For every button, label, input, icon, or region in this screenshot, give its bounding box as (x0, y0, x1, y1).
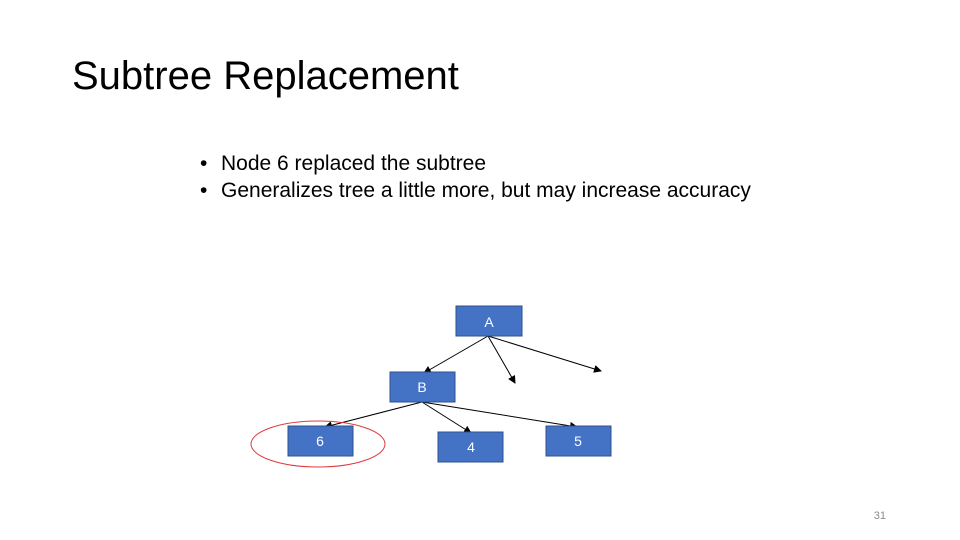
bullet-list: • Node 6 replaced the subtree • Generali… (200, 153, 760, 207)
node-5: 5 (545, 425, 612, 457)
bullet-text: Generalizes tree a little more, but may … (221, 179, 751, 202)
node-4: 4 (437, 431, 504, 463)
node-4-label: 4 (467, 439, 475, 455)
bullet-dot-icon: • (200, 179, 208, 202)
edge-b-to-5 (421, 401, 578, 430)
node-a-label: A (484, 314, 494, 330)
slide-number: 31 (873, 510, 886, 522)
node-b: B (389, 371, 456, 403)
bullet-item: • Generalizes tree a little more, but ma… (200, 180, 760, 201)
slide-title: Subtree Replacement (72, 54, 459, 98)
edge-b-to-6 (324, 401, 423, 430)
edge-a-to-empty-2 (487, 335, 602, 373)
node-6-label: 6 (316, 433, 324, 449)
node-b-label: B (417, 379, 426, 395)
node-a: A (455, 305, 523, 337)
edge-a-to-b (423, 335, 489, 374)
node-5-label: 5 (574, 433, 582, 449)
node-6: 6 (287, 425, 354, 457)
bullet-dot-icon: • (200, 152, 208, 175)
edge-b-to-4 (421, 401, 472, 434)
bullet-item: • Node 6 replaced the subtree (200, 153, 760, 174)
highlight-circle (250, 420, 386, 468)
edge-a-to-empty-1 (487, 335, 516, 384)
bullet-text: Node 6 replaced the subtree (221, 152, 487, 175)
